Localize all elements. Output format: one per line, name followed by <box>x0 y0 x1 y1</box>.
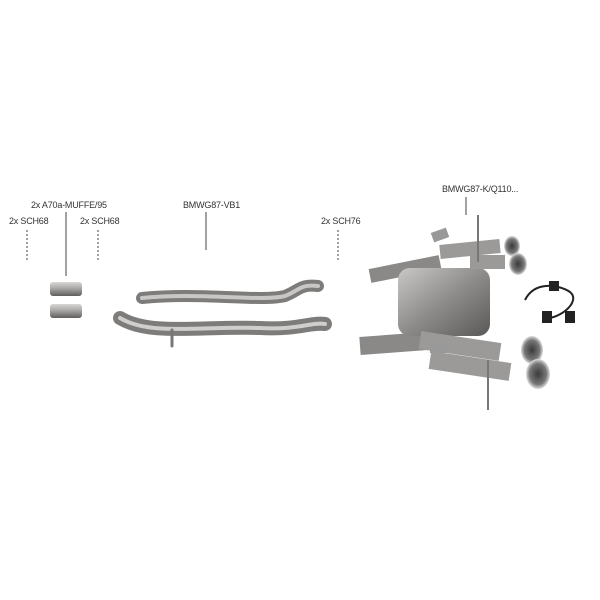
label-rear-silencer: BMWG87-K/Q110... <box>442 184 519 194</box>
valve-cable <box>524 281 575 323</box>
tailpipe-tip-1 <box>504 236 520 256</box>
tailpipe-tip-2 <box>509 253 527 275</box>
tailpipe-tip-4 <box>526 359 550 389</box>
label-sch68-right: 2x SCH68 <box>80 216 120 226</box>
valve-actuator-lower <box>430 343 448 353</box>
valve-actuator-upper <box>430 227 450 243</box>
sleeve-1 <box>50 282 82 296</box>
tailpipe-tip-3 <box>521 336 543 364</box>
middle-pipes <box>113 279 332 348</box>
sleeves <box>50 282 82 318</box>
outlet-lower <box>418 331 502 361</box>
outlet-upper <box>439 239 501 259</box>
silencer-box <box>398 268 490 336</box>
leader-lines <box>26 197 467 276</box>
sleeve-2 <box>50 304 82 318</box>
label-sch68-left: 2x SCH68 <box>9 216 49 226</box>
label-muffe: 2x A70a-MUFFE/95 <box>31 200 107 210</box>
rear-silencer-assembly <box>359 215 550 410</box>
label-vb1: BMWG87-VB1 <box>183 200 241 210</box>
label-sch76: 2x SCH76 <box>321 216 361 226</box>
inlet-pipe-upper <box>368 255 442 283</box>
